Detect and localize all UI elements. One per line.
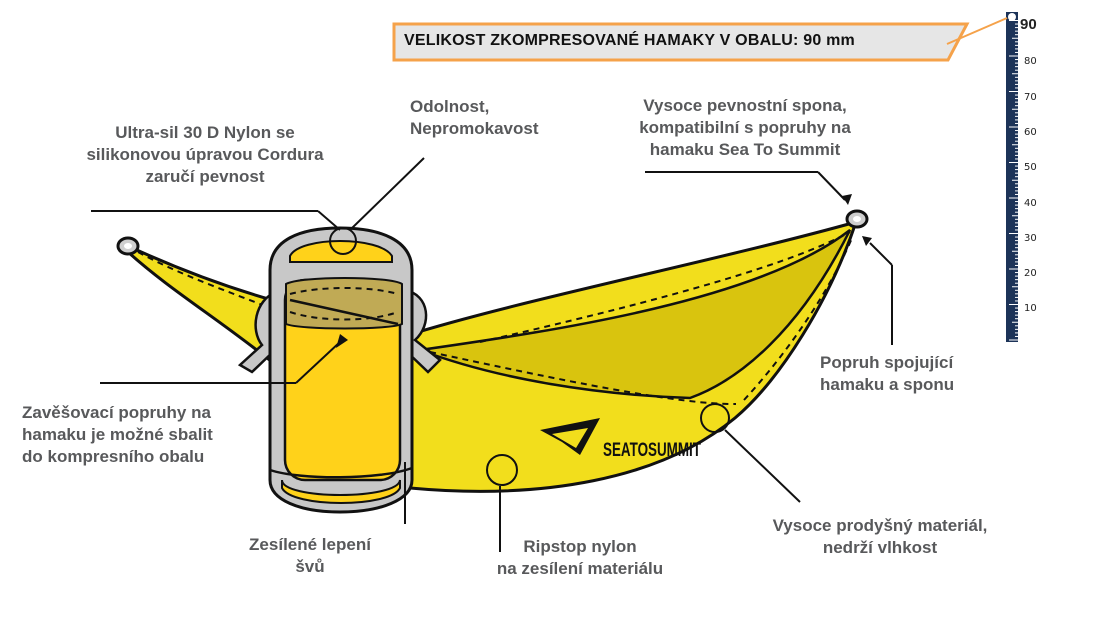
right-buckle-icon <box>845 209 869 229</box>
label-zesilene: Zesílené lepení švů <box>249 535 371 576</box>
scale-tick-label: 70 <box>1024 92 1037 103</box>
label-zavesovaci: Zavěšovací popruhy na hamaku je možné sb… <box>22 403 213 466</box>
label-odolnost: Odolnost, Nepromokavost <box>410 97 539 138</box>
scale-tick-label: 60 <box>1024 127 1037 138</box>
scale-tick-label: 80 <box>1024 56 1037 67</box>
callout-lines <box>91 157 893 552</box>
scale-tick-label: 20 <box>1024 268 1037 279</box>
label-spona: Vysoce pevnostní spona, kompatibilní s p… <box>639 96 851 159</box>
callout-circles <box>329 227 730 486</box>
scale-tick-label: 40 <box>1024 198 1037 209</box>
svg-text:SEATOSUMMIT: SEATOSUMMIT <box>603 440 701 461</box>
hammock-body <box>126 219 859 493</box>
left-buckle-icon <box>116 236 140 256</box>
label-nylon: Ultra-sil 30 D Nylon se silikonovou úpra… <box>86 123 324 186</box>
arrow-heads <box>336 194 872 348</box>
label-ripstop: Ripstop nylon na zesílení materiálu <box>496 537 664 578</box>
label-prodysny: Vysoce prodyšný materiál, nedrží vlhkost <box>772 516 988 557</box>
compression-bag <box>237 226 442 514</box>
label-popruh: Popruh spojující hamaku a sponu <box>820 353 955 394</box>
banner-pointer <box>946 17 1008 45</box>
scale-tick-label: 10 <box>1024 303 1037 314</box>
scale-tick-label: 50 <box>1024 162 1037 173</box>
size-ruler <box>1006 12 1018 342</box>
seatosummit-logo: SEATOSUMMIT <box>540 418 701 461</box>
banner-text: VELIKOST ZKOMPRESOVANÉ HAMAKY V OBALU: 9… <box>404 32 855 49</box>
size-banner: VELIKOST ZKOMPRESOVANÉ HAMAKY V OBALU: 9… <box>392 22 972 62</box>
scale-max-label: 90 <box>1020 16 1037 33</box>
scale-tick-label: 30 <box>1024 233 1037 244</box>
